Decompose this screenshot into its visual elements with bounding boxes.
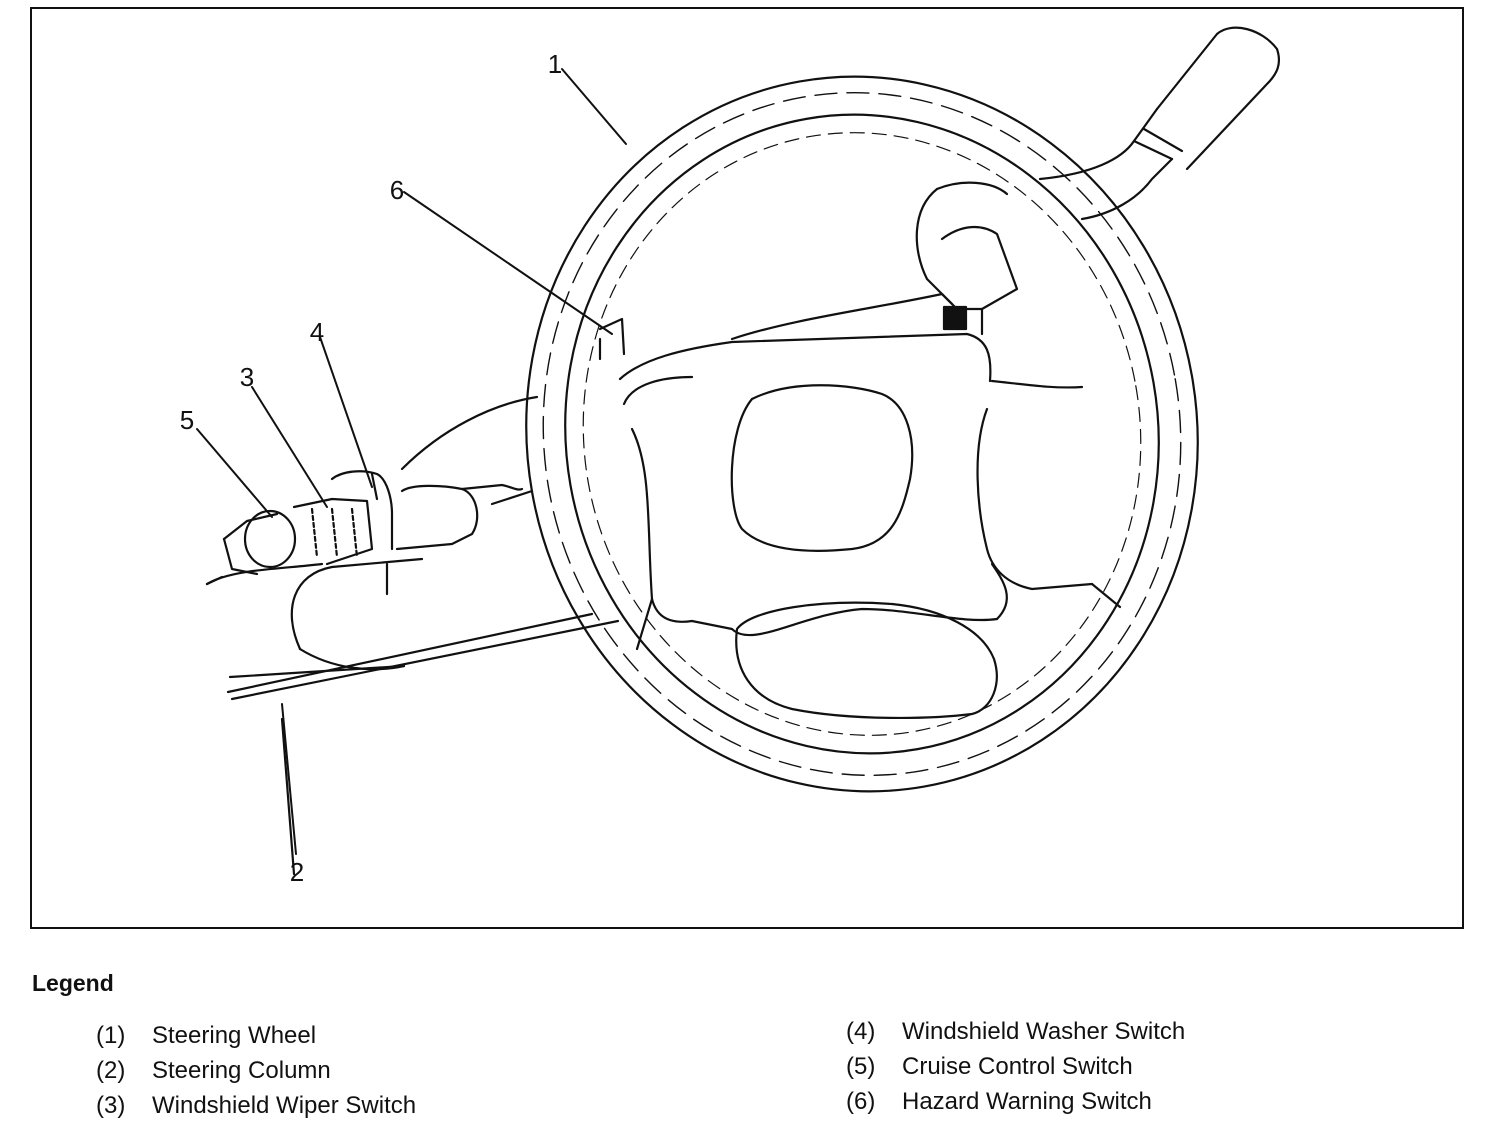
legend-item-label: Windshield Wiper Switch	[152, 1092, 417, 1119]
legend-item: (4) Windshield Washer Switch	[846, 1014, 1185, 1049]
steering-wheel-illustration	[196, 26, 1281, 876]
legend-column-left: (1) Steering Wheel (2) Steering Column (…	[96, 1018, 416, 1123]
center-pad-drawing	[730, 384, 914, 552]
shift-lever-drawing	[1038, 26, 1281, 221]
legend-item-number: (1)	[96, 1022, 126, 1049]
legend-title: Legend	[32, 970, 114, 996]
legend-item-number: (3)	[96, 1092, 126, 1119]
callout-6: 6	[389, 175, 405, 205]
legend-item: (5) Cruise Control Switch	[846, 1049, 1185, 1084]
legend-item: (2) Steering Column	[96, 1053, 416, 1088]
steering-column-drawing	[205, 395, 620, 876]
callout-4: 4	[309, 317, 325, 347]
steering-wheel-hub	[598, 181, 1122, 651]
leader-lines	[196, 68, 627, 855]
diagram-frame: 1 2 3 4 5 6	[30, 7, 1464, 929]
legend-item-number: (4)	[846, 1018, 876, 1045]
legend-item-label: Windshield Washer Switch	[902, 1018, 1186, 1045]
legend-item: (1) Steering Wheel	[96, 1018, 416, 1053]
callout-5: 5	[179, 405, 195, 435]
legend-column-right: (4) Windshield Washer Switch (5) Cruise …	[846, 1014, 1185, 1119]
legend-item-number: (2)	[96, 1057, 126, 1084]
legend-item-label: Steering Wheel	[152, 1022, 317, 1049]
callout-2: 2	[289, 857, 305, 887]
lower-spoke-drawing	[735, 601, 998, 720]
legend-item-number: (5)	[846, 1053, 876, 1080]
multifunction-stalk-drawing	[222, 470, 524, 596]
legend-item-label: Hazard Warning Switch	[902, 1088, 1152, 1115]
callout-1: 1	[547, 49, 563, 79]
callout-3: 3	[239, 362, 255, 392]
legend-item-label: Cruise Control Switch	[902, 1053, 1133, 1080]
legend-item: (6) Hazard Warning Switch	[846, 1084, 1185, 1119]
legend-item-label: Steering Column	[152, 1057, 331, 1084]
legend-item-number: (6)	[846, 1088, 876, 1115]
steering-wheel-rim	[525, 75, 1199, 793]
legend-item: (3) Windshield Wiper Switch	[96, 1088, 416, 1123]
